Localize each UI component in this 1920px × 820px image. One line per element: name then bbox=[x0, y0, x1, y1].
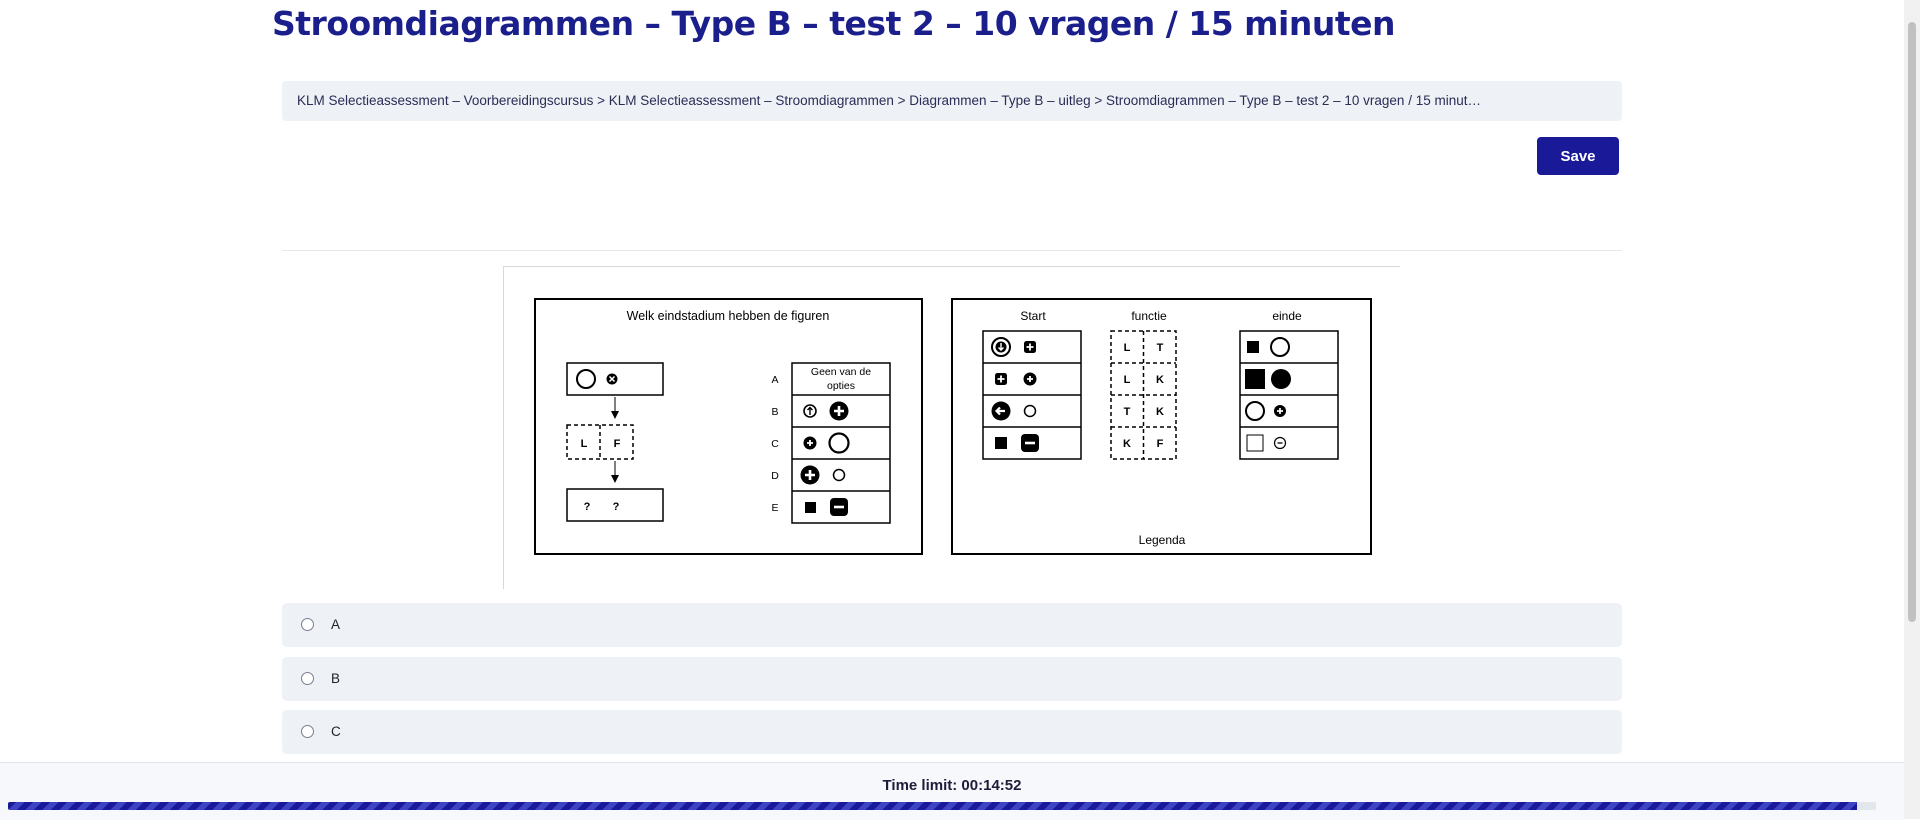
question-figure: Welk eindstadium hebben de figuren L F bbox=[534, 298, 1372, 555]
function-letter-2: F bbox=[614, 438, 621, 450]
function-row-1-right: T bbox=[1157, 342, 1164, 354]
radio-button[interactable] bbox=[301, 672, 314, 685]
legend-start-header: Start bbox=[1020, 309, 1046, 323]
answer-option-b[interactable]: B bbox=[282, 657, 1622, 701]
minus-square-icon bbox=[1021, 434, 1039, 452]
circle-icon bbox=[1270, 337, 1290, 357]
function-row-3-right: K bbox=[1156, 406, 1164, 418]
result-box: ? ? bbox=[566, 488, 664, 522]
legend-function-column: L T L K T K K F bbox=[1110, 330, 1177, 460]
plus-circle-icon bbox=[1023, 372, 1037, 386]
function-row-3-left: T bbox=[1124, 406, 1131, 418]
answer-option-label: C bbox=[331, 724, 341, 739]
radio-button[interactable] bbox=[301, 725, 314, 738]
circle-icon bbox=[1023, 404, 1037, 418]
option-letter-c: C bbox=[771, 438, 779, 450]
function-letter-1: L bbox=[581, 438, 588, 450]
plus-circle-icon bbox=[829, 401, 849, 421]
function-row-4-left: K bbox=[1123, 438, 1131, 450]
arrow-left-circle-icon bbox=[991, 401, 1011, 421]
save-button[interactable]: Save bbox=[1537, 137, 1619, 175]
function-row-4-right: F bbox=[1157, 438, 1164, 450]
scrollbar-thumb[interactable] bbox=[1908, 22, 1916, 622]
filled-circle-icon bbox=[1271, 369, 1291, 389]
legend-function-header: functie bbox=[1131, 309, 1167, 323]
function-row-2-right: K bbox=[1156, 374, 1164, 386]
plus-circle-icon bbox=[800, 465, 820, 485]
option-letter-a: A bbox=[771, 374, 778, 386]
option-a-text-line1: Geen van de bbox=[811, 366, 871, 378]
legend-footer: Legenda bbox=[1139, 533, 1186, 547]
circle-icon bbox=[1245, 401, 1265, 421]
answer-option-label: A bbox=[331, 617, 341, 632]
circle-icon bbox=[832, 468, 846, 482]
square-icon bbox=[1247, 341, 1259, 353]
square-icon bbox=[1245, 369, 1265, 389]
timer-progress-fill bbox=[8, 802, 1858, 810]
empty-square-icon bbox=[1246, 434, 1264, 452]
breadcrumb[interactable]: KLM Selectieassessment – Voorbereidingsc… bbox=[282, 81, 1622, 121]
option-a-text-line2: opties bbox=[827, 380, 855, 392]
legend-end-column bbox=[1239, 330, 1339, 460]
circle-icon bbox=[828, 432, 850, 454]
function-box: L F bbox=[566, 424, 634, 460]
cross-circle-icon bbox=[606, 373, 618, 385]
plus-square-icon bbox=[995, 373, 1007, 385]
divider bbox=[282, 250, 1622, 251]
option-letter-e: E bbox=[771, 502, 778, 514]
unknown-mark-2: ? bbox=[613, 501, 620, 513]
square-icon bbox=[995, 437, 1007, 449]
unknown-mark-1: ? bbox=[584, 501, 591, 513]
circle-icon bbox=[576, 369, 596, 389]
timer-label: Time limit: 00:14:52 bbox=[882, 777, 1022, 794]
option-letter-d: D bbox=[771, 470, 779, 482]
question-panel-title: Welk eindstadium hebben de figuren bbox=[627, 309, 830, 323]
timer-progress-bar bbox=[8, 802, 1876, 810]
start-figure-box bbox=[566, 362, 664, 396]
minus-circle-icon bbox=[1273, 436, 1287, 450]
question-panel: Welk eindstadium hebben de figuren L F bbox=[534, 298, 923, 555]
minus-square-icon bbox=[830, 498, 848, 516]
legend-panel: Start functie einde bbox=[951, 298, 1372, 555]
plus-circle-icon bbox=[1274, 405, 1286, 417]
question-frame: Welk eindstadium hebben de figuren L F bbox=[503, 266, 1400, 589]
answer-options-grid: A B C D E Geen van de opties bbox=[771, 362, 891, 524]
function-row-2-left: L bbox=[1124, 374, 1131, 386]
arrow-up-circle-icon bbox=[803, 404, 817, 418]
square-icon bbox=[805, 502, 816, 513]
answer-option-c[interactable]: C bbox=[282, 710, 1622, 754]
legend-end-header: einde bbox=[1272, 309, 1302, 323]
arrow-down-circle-icon bbox=[991, 337, 1011, 357]
option-letter-b: B bbox=[771, 406, 778, 418]
timer-bar: Time limit: 00:14:52 bbox=[0, 762, 1904, 820]
legend-start-column bbox=[982, 330, 1082, 460]
page-title: Stroomdiagrammen – Type B – test 2 – 10 … bbox=[272, 4, 1396, 43]
plus-square-icon bbox=[1024, 341, 1036, 353]
answer-option-label: B bbox=[331, 671, 341, 686]
radio-button[interactable] bbox=[301, 618, 314, 631]
plus-circle-icon bbox=[803, 436, 817, 450]
function-row-1-left: L bbox=[1124, 342, 1131, 354]
answer-option-a[interactable]: A bbox=[282, 603, 1622, 647]
